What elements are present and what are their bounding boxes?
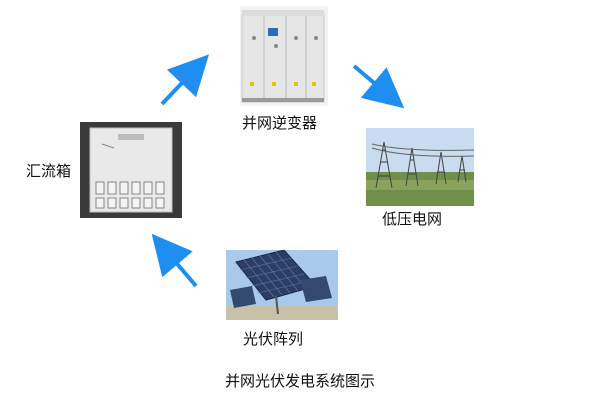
arrow-inverter-to-grid: [352, 64, 405, 109]
grid-image: [366, 128, 474, 206]
inverter-cabinet-icon: [240, 6, 328, 106]
combiner-box-image: [80, 122, 182, 218]
combiner-box-icon: [80, 122, 182, 218]
inverter-image: [240, 6, 328, 106]
pv-array-image: [226, 250, 338, 320]
diagram-caption: 并网光伏发电系统图示: [224, 372, 375, 390]
solar-panel-icon: [226, 250, 338, 320]
power-line-tower-icon: [366, 128, 474, 206]
grid-label: 低压电网: [382, 210, 443, 228]
arrow-combiner-to-inverter: [160, 54, 210, 106]
inverter-label: 并网逆变器: [242, 114, 318, 132]
pv-array-label: 光伏阵列: [243, 330, 304, 348]
combiner-box-label: 汇流箱: [26, 162, 72, 180]
arrow-pv-to-combiner: [151, 233, 198, 288]
